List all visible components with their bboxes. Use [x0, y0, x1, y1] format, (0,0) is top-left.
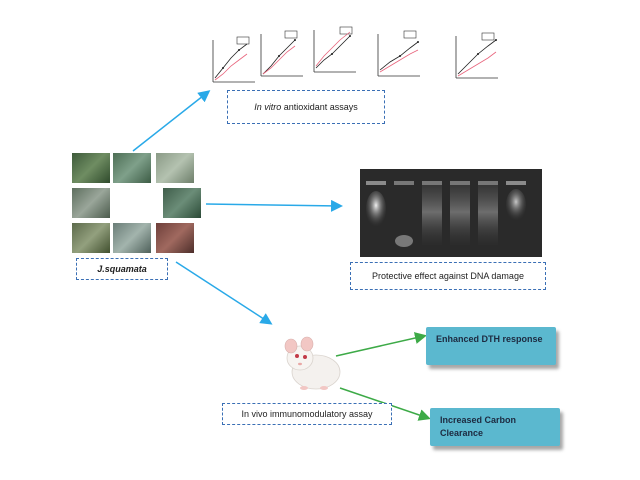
- plant-photo-tile: [72, 223, 110, 253]
- antioxidant-chart-4: [377, 30, 420, 77]
- antioxidant-label-rest: antioxidant assays: [281, 102, 358, 112]
- plant-photo-tile: [72, 188, 110, 218]
- dth-outcome-box: Enhanced DTH response: [426, 327, 556, 365]
- plant-photo-tile: [156, 153, 194, 183]
- arrow-to-dth: [335, 332, 427, 357]
- antioxidant-label: In vitro antioxidant assays: [254, 102, 358, 112]
- mouse-image: [284, 336, 341, 390]
- carbon-outcome-label: Increased Carbon Clearance: [440, 415, 517, 438]
- plant-photo-tile: [113, 153, 151, 183]
- carbon-outcome-box: Increased Carbon Clearance: [430, 408, 560, 446]
- plant-photo-collage: [70, 151, 204, 255]
- dna-label: Protective effect against DNA damage: [372, 271, 524, 281]
- immuno-label-box: In vivo immunomodulatory assay: [222, 403, 392, 425]
- antioxidant-chart-3: [313, 26, 356, 73]
- arrow-to-antioxidant: [132, 90, 211, 152]
- plant-label-box: J.squamata: [76, 258, 168, 280]
- plant-photo-tile: [156, 223, 194, 253]
- plant-photo-tile: [72, 153, 110, 183]
- antioxidant-chart-5: [455, 32, 498, 79]
- antioxidant-label-box: In vitro antioxidant assays: [227, 90, 385, 124]
- dth-outcome-label: Enhanced DTH response: [436, 334, 543, 344]
- antioxidant-chart-2: [260, 30, 303, 77]
- dna-gel-image: [360, 169, 542, 257]
- dna-label-box: Protective effect against DNA damage: [350, 262, 546, 290]
- arrow-to-dna: [205, 199, 343, 212]
- plant-photo-tile: [163, 188, 201, 218]
- antioxidant-chart-1: [212, 36, 255, 83]
- plant-photo-tile: [113, 223, 151, 253]
- arrow-to-mouse: [175, 261, 273, 325]
- plant-label: J.squamata: [97, 264, 147, 274]
- antioxidant-label-italic: In vitro: [254, 102, 282, 112]
- immuno-label: In vivo immunomodulatory assay: [241, 409, 373, 419]
